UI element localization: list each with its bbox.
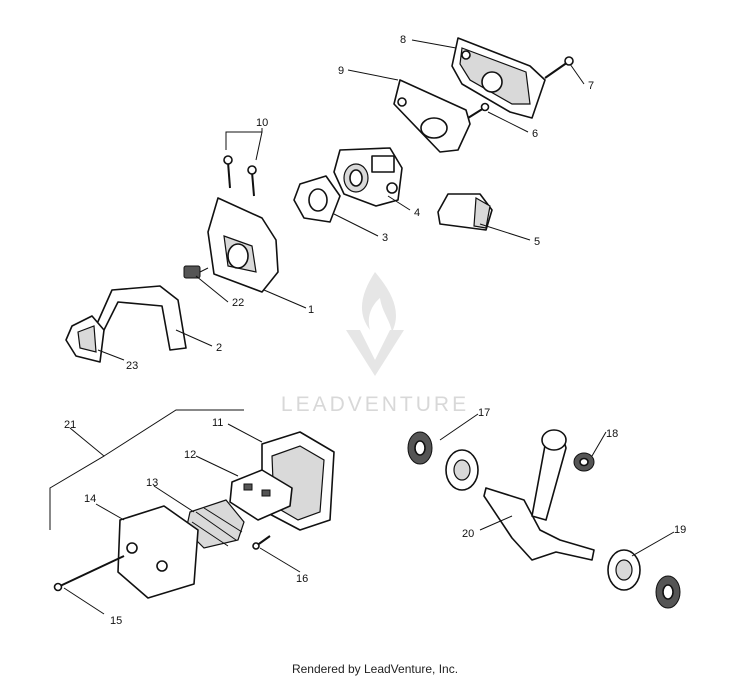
footer-credit: Rendered by LeadVenture, Inc. (291, 662, 459, 676)
watermark: LEADVENTURE (281, 272, 469, 416)
callout-7: 7 (588, 80, 594, 92)
callout-16: 16 (296, 573, 308, 585)
part-17-seal-bearing[interactable] (407, 431, 479, 491)
part-16-screw[interactable] (252, 535, 271, 550)
part-6-screw[interactable] (467, 102, 490, 119)
callout-14: 14 (84, 493, 96, 505)
part-5-latch[interactable] (437, 193, 493, 231)
callout-numbers: 1 2 3 4 5 6 7 8 9 10 11 12 13 14 15 16 1… (64, 34, 686, 627)
callout-8: 8 (400, 34, 406, 46)
watermark-flame-logo (361, 272, 396, 332)
callout-13: 13 (146, 477, 158, 489)
callout-12: 12 (184, 449, 196, 461)
part-19-bearing-seal[interactable] (607, 549, 681, 609)
part-2-bracket[interactable] (95, 285, 187, 351)
part-23-guard[interactable] (65, 315, 105, 363)
part-12-filter-base[interactable] (229, 469, 293, 521)
part-22-fitting[interactable] (183, 265, 209, 279)
part-1-intake-housing[interactable] (207, 197, 279, 293)
callout-3: 3 (382, 232, 388, 244)
callout-9: 9 (338, 65, 344, 77)
callout-10: 10 (256, 117, 268, 129)
part-15-long-screw[interactable] (53, 555, 125, 592)
callout-17: 17 (478, 407, 490, 419)
part-18-needle-bearing[interactable] (573, 452, 595, 472)
callout-5: 5 (534, 236, 540, 248)
part-20-crankshaft[interactable] (483, 429, 595, 561)
callout-23: 23 (126, 360, 138, 372)
callout-2: 2 (216, 342, 222, 354)
callout-19: 19 (674, 524, 686, 536)
watermark-v-logo (346, 330, 404, 376)
callout-6: 6 (532, 128, 538, 140)
part-8-filter-cover[interactable] (451, 37, 546, 119)
callout-4: 4 (414, 207, 420, 219)
callout-1: 1 (308, 304, 314, 316)
callout-21: 21 (64, 419, 76, 431)
part-4-carburetor[interactable] (333, 147, 403, 207)
callout-leaders (49, 39, 675, 615)
callout-15: 15 (110, 615, 122, 627)
part-9-cover-plate[interactable] (393, 79, 471, 153)
callout-20: 20 (462, 528, 474, 540)
part-14-filter-cover[interactable] (117, 505, 199, 599)
part-3-gasket[interactable] (293, 175, 341, 223)
callout-22: 22 (232, 297, 244, 309)
callout-18: 18 (606, 428, 618, 440)
part-10-screws[interactable] (223, 155, 257, 197)
part-7-screw[interactable] (544, 56, 574, 79)
watermark-text: LEADVENTURE (281, 393, 469, 416)
callout-11: 11 (212, 417, 223, 429)
